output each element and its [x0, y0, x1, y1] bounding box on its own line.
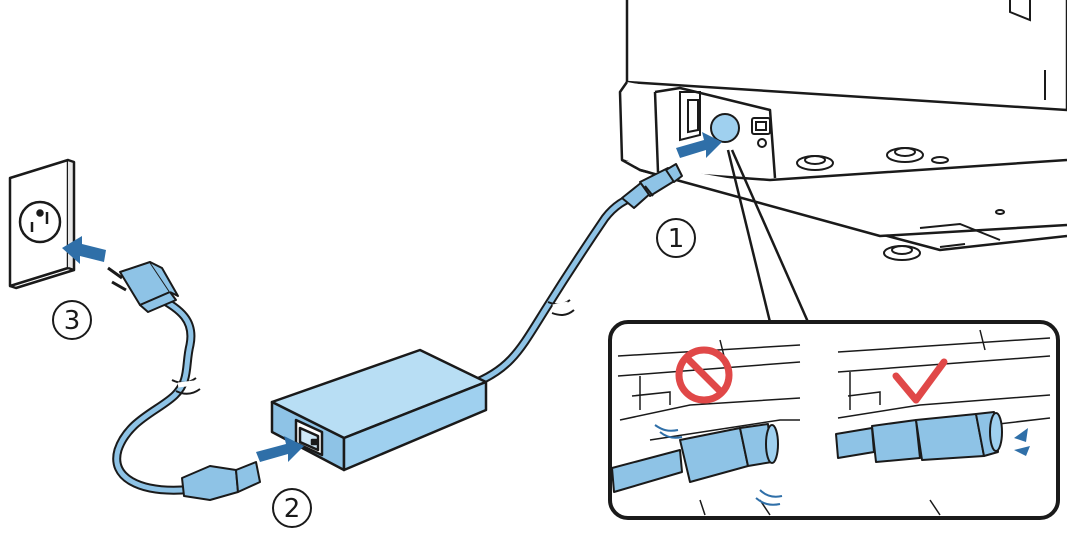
wall-outlet	[8, 158, 76, 290]
ac-cord	[112, 293, 201, 495]
arrow-to-printer-port	[676, 132, 722, 158]
step-3-marker: 3	[52, 300, 92, 340]
printer-body	[618, 0, 1067, 252]
checkmark-icon	[892, 358, 948, 404]
step-1-number: 1	[668, 224, 685, 254]
step-2-number: 2	[284, 494, 301, 524]
step-2-marker: 2	[272, 488, 312, 528]
step-1-marker: 1	[656, 218, 696, 258]
callout-leader-lines	[726, 149, 810, 323]
dc-cable	[465, 191, 640, 390]
iec-plug	[181, 461, 261, 501]
dc-input-port	[710, 113, 740, 143]
prohibited-icon	[675, 346, 733, 404]
dc-plug	[621, 163, 683, 209]
arrow-to-wall-outlet	[62, 236, 106, 264]
step-3-number: 3	[64, 306, 81, 336]
arrow-to-adapter-inlet	[256, 436, 304, 462]
printer-details	[679, 0, 1046, 261]
correct-connection-panel	[835, 329, 1051, 516]
ac-adapter	[270, 348, 488, 472]
incorrect-connection-panel	[611, 339, 801, 516]
ac-wall-plug	[107, 261, 179, 313]
